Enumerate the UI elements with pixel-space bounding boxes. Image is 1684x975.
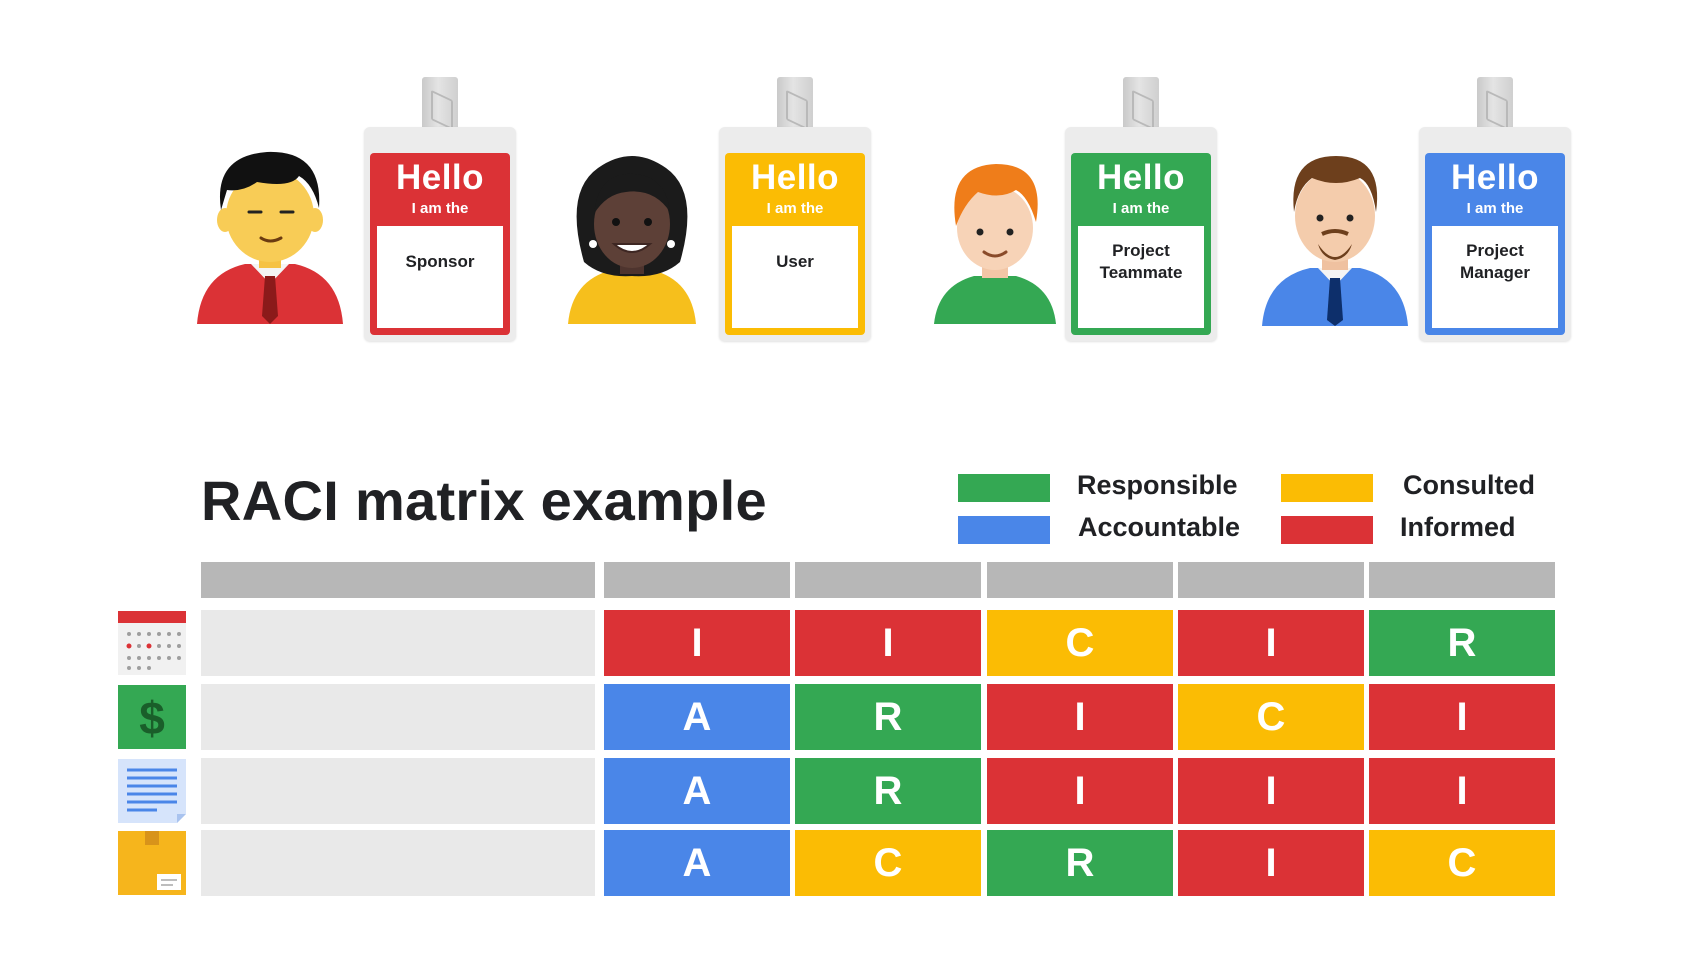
badge-i-am-the: I am the [1466,200,1524,217]
raci-cell: I [795,610,981,676]
raci-cell: I [1369,758,1555,824]
header-cell-3 [987,562,1173,598]
task-cell [201,758,595,824]
raci-cell: R [795,758,981,824]
header-cell-4 [1178,562,1364,598]
raci-cell: R [987,830,1173,896]
raci-cell: C [795,830,981,896]
person-blue-shirt-icon [1262,156,1408,326]
legend-swatch-consulted [1281,474,1373,502]
badge-role-label: Sponsor [405,252,475,271]
badge-panel: Project Manager [1432,226,1558,328]
raci-cell: C [987,610,1173,676]
header-cell-5 [1369,562,1555,598]
header-cell-1 [604,562,790,598]
package-icon [118,831,186,895]
document-icon [118,759,186,823]
legend-label-responsible: Responsible [1077,470,1238,500]
page-title: RACI matrix example [201,469,767,532]
raci-cell: C [1369,830,1555,896]
raci-cell: R [1369,610,1555,676]
badge-hello: Hello [395,158,485,197]
svg-text:$: $ [139,692,165,744]
badge-hello: Hello [1450,158,1540,197]
badge-panel: Sponsor [377,226,503,328]
badge-panel: User [732,226,858,328]
badge-role-label: Project Teammate [1099,241,1183,282]
person-yellow-shirt-icon [568,156,696,324]
person-green-shirt-icon [934,164,1056,324]
badge-i-am-the: I am the [1112,200,1170,217]
badge-i-am-the: I am the [766,200,824,217]
badge-role-label: Project Manager [1460,241,1530,282]
legend-label-informed: Informed [1400,512,1516,542]
legend-label-accountable: Accountable [1078,512,1241,542]
legend-swatch-accountable [958,516,1050,544]
raci-cell: I [987,758,1173,824]
header-cell-2 [795,562,981,598]
header-task-cell [201,562,595,598]
legend-swatch-responsible [958,474,1050,502]
task-cell [201,830,595,896]
raci-cell: A [604,684,790,750]
raci-cell: I [1178,830,1364,896]
raci-cell: I [987,684,1173,750]
raci-cell: I [1369,684,1555,750]
dollar-icon: $ [118,685,186,749]
badge-hello: Hello [750,158,840,197]
calendar-icon [118,611,186,675]
person-red-shirt-icon [197,151,343,324]
legend-label-consulted: Consulted [1403,470,1535,500]
raci-cell: I [1178,610,1364,676]
raci-cell: R [795,684,981,750]
raci-cell: C [1178,684,1364,750]
task-cell [201,610,595,676]
raci-cell: I [1178,758,1364,824]
task-cell [201,684,595,750]
raci-cell: I [604,610,790,676]
badge-panel: Project Teammate [1078,226,1204,328]
badge-role-label: User [776,252,814,271]
raci-cell: A [604,758,790,824]
badge-hello: Hello [1096,158,1186,197]
badge-i-am-the: I am the [411,200,469,217]
legend-swatch-informed [1281,516,1373,544]
raci-cell: A [604,830,790,896]
